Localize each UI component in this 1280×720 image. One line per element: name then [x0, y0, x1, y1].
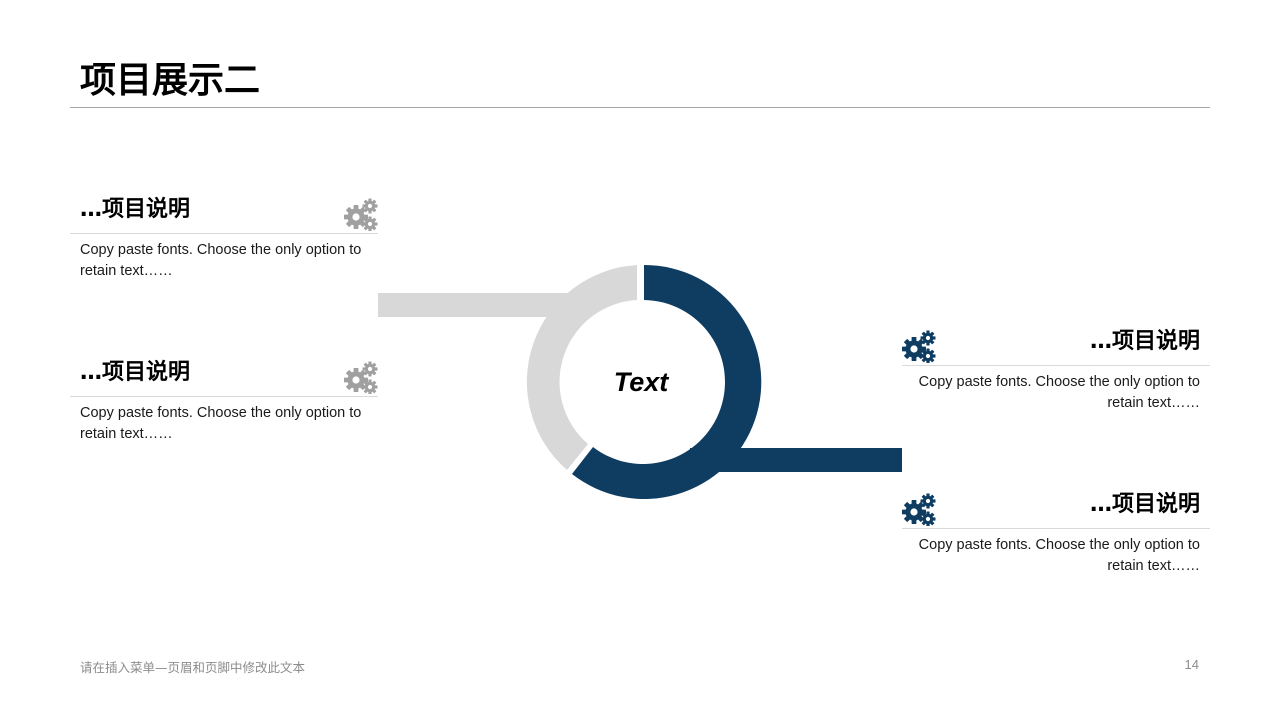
gears-icon	[344, 197, 378, 231]
footer-text: 请在插入菜单—页眉和页脚中修改此文本	[80, 660, 306, 675]
title-divider	[70, 107, 1210, 108]
item-title: …项目说明	[1089, 492, 1200, 517]
item-title: …项目说明	[80, 197, 191, 222]
ring-segment-blue	[572, 264, 762, 499]
gears-icon	[344, 360, 378, 394]
item-description: Copy paste fonts. Choose the only option…	[918, 537, 1200, 574]
center-text: Text	[613, 367, 669, 397]
item-description: Copy paste fonts. Choose the only option…	[80, 242, 362, 279]
page-number: 14	[1184, 657, 1199, 672]
gears-icon	[902, 329, 936, 363]
item-title: …项目说明	[1089, 329, 1200, 354]
page-title: 项目展示二	[80, 60, 261, 101]
item-title: …项目说明	[80, 360, 191, 385]
gears-icon	[902, 492, 936, 526]
item-block-4: …项目说明 Copy paste fonts. Choose the only …	[902, 488, 1210, 577]
item-description: Copy paste fonts. Choose the only option…	[80, 405, 362, 442]
item-description: Copy paste fonts. Choose the only option…	[918, 374, 1200, 411]
ring-segment-gray	[526, 265, 637, 470]
item-block-3: …项目说明 Copy paste fonts. Choose the only …	[902, 325, 1210, 414]
item-block-1: …项目说明 Copy paste fonts. Choose the only …	[70, 193, 378, 282]
item-block-2: …项目说明 Copy paste fonts. Choose the only …	[70, 356, 378, 445]
